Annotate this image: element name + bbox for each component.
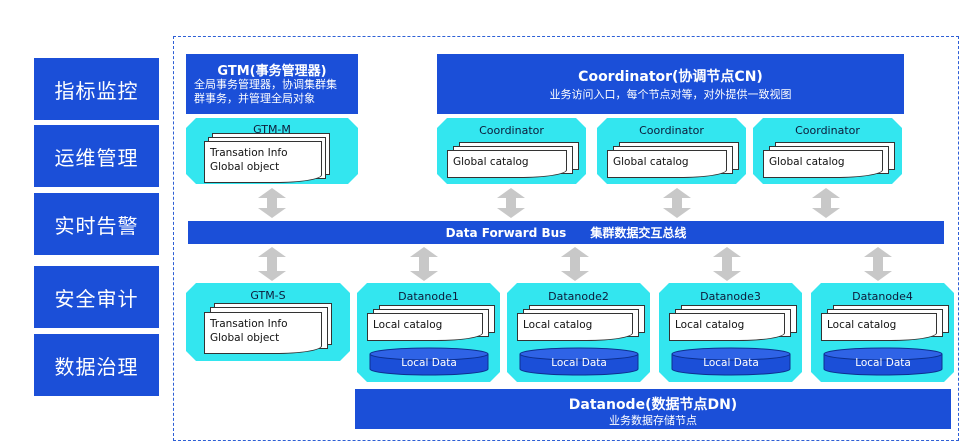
coordinator-header: Coordinator(协调节点CN) 业务访问入口，每个节点对等，对外提供一致…	[437, 54, 904, 114]
datanode-footer: Datanode(数据节点DN) 业务数据存储节点	[355, 389, 951, 429]
gtm-m-doc: Transation Info Global object	[204, 141, 322, 183]
double-arrow-icon	[864, 247, 892, 281]
data-forward-bus: Data Forward Bus 集群数据交互总线	[188, 221, 944, 244]
nav-item-metrics-monitor[interactable]: 指标监控	[34, 58, 159, 120]
local-data-cylinder	[823, 347, 943, 377]
local-data-label: Local Data	[401, 357, 457, 369]
local-catalog-doc: Local catalog	[821, 313, 937, 341]
gtm-m-line2: Global object	[210, 161, 280, 173]
gtm-desc-line2: 群事务，并管理全局对象	[194, 92, 315, 105]
double-arrow-icon	[497, 188, 525, 218]
coordinator-node-title: Coordinator	[639, 124, 704, 137]
bus-label-en: Data Forward Bus	[445, 225, 567, 240]
gtm-s-title: GTM-S	[250, 289, 286, 302]
local-catalog-label: Local catalog	[827, 319, 897, 331]
global-catalog-label: Global catalog	[453, 156, 529, 168]
datanode-node[interactable]: Datanode4 Local catalog Local Data	[811, 283, 954, 382]
gtm-m-title: GTM-M	[253, 123, 291, 136]
bus-label-cn: 集群数据交互总线	[590, 226, 687, 240]
gtm-s-node[interactable]: GTM-S Transation Info Global object	[186, 283, 350, 361]
local-data-label: Local Data	[855, 357, 911, 369]
architecture-frame	[173, 36, 959, 441]
local-catalog-label: Local catalog	[675, 319, 745, 331]
gtm-s-doc: Transation Info Global object	[204, 312, 322, 354]
nav-item-data-governance[interactable]: 数据治理	[34, 334, 159, 396]
double-arrow-icon	[258, 247, 286, 281]
coordinator-title: Coordinator(协调节点CN)	[578, 69, 763, 85]
gtm-header: GTM(事务管理器) 全局事务管理器，协调集群集 群事务，并管理全局对象	[186, 54, 358, 114]
gtm-desc-line1: 全局事务管理器，协调集群集	[194, 78, 337, 91]
coordinator-node-title: Coordinator	[795, 124, 860, 137]
local-data-cylinder	[369, 347, 489, 377]
datanode-node[interactable]: Datanode1 Local catalog Local Data	[357, 283, 500, 382]
gtm-s-line1: Transation Info	[210, 318, 288, 330]
datanode-node-title: Datanode3	[700, 290, 761, 303]
global-catalog-label: Global catalog	[613, 156, 689, 168]
double-arrow-icon	[663, 188, 691, 218]
double-arrow-icon	[258, 188, 286, 218]
coordinator-node[interactable]: Coordinator Global catalog	[597, 118, 746, 184]
local-catalog-label: Local catalog	[373, 319, 443, 331]
local-catalog-doc: Local catalog	[517, 313, 633, 341]
double-arrow-icon	[713, 247, 741, 281]
local-data-label: Local Data	[703, 357, 759, 369]
coordinator-node[interactable]: Coordinator Global catalog	[753, 118, 902, 184]
local-data-label: Local Data	[551, 357, 607, 369]
datanode-node[interactable]: Datanode2 Local catalog Local Data	[507, 283, 650, 382]
datanode-node-title: Datanode1	[398, 290, 459, 303]
global-catalog-doc: Global catalog	[447, 150, 567, 178]
datanode-title: Datanode(数据节点DN)	[568, 397, 738, 413]
datanode-desc: 业务数据存储节点	[609, 414, 697, 427]
nav-item-security-audit[interactable]: 安全审计	[34, 266, 159, 328]
nav-label: 安全审计	[54, 286, 139, 311]
double-arrow-icon	[410, 247, 438, 281]
global-catalog-doc: Global catalog	[763, 150, 883, 178]
global-catalog-label: Global catalog	[769, 156, 845, 168]
double-arrow-icon	[812, 188, 840, 218]
local-data-cylinder	[519, 347, 639, 377]
coordinator-desc: 业务访问入口，每个节点对等，对外提供一致视图	[549, 88, 792, 101]
local-catalog-label: Local catalog	[523, 319, 593, 331]
local-catalog-doc: Local catalog	[669, 313, 785, 341]
nav-label: 实时告警	[54, 213, 139, 238]
datanode-node-title: Datanode4	[852, 290, 913, 303]
nav-item-ops-management[interactable]: 运维管理	[34, 125, 159, 187]
nav-label: 指标监控	[54, 78, 139, 103]
gtm-title: GTM(事务管理器)	[217, 64, 327, 79]
coordinator-node[interactable]: Coordinator Global catalog	[437, 118, 586, 184]
nav-label: 运维管理	[54, 145, 139, 170]
datanode-node[interactable]: Datanode3 Local catalog Local Data	[659, 283, 802, 382]
global-catalog-doc: Global catalog	[607, 150, 727, 178]
local-catalog-doc: Local catalog	[367, 313, 483, 341]
coordinator-node-title: Coordinator	[479, 124, 544, 137]
datanode-node-title: Datanode2	[548, 290, 609, 303]
gtm-s-line2: Global object	[210, 332, 280, 344]
gtm-m-line1: Transation Info	[210, 147, 288, 159]
gtm-m-node[interactable]: GTM-M Transation Info Global object	[186, 118, 358, 184]
nav-item-realtime-alarm[interactable]: 实时告警	[34, 193, 159, 255]
double-arrow-icon	[561, 247, 589, 281]
local-data-cylinder	[671, 347, 791, 377]
nav-label: 数据治理	[54, 354, 139, 379]
